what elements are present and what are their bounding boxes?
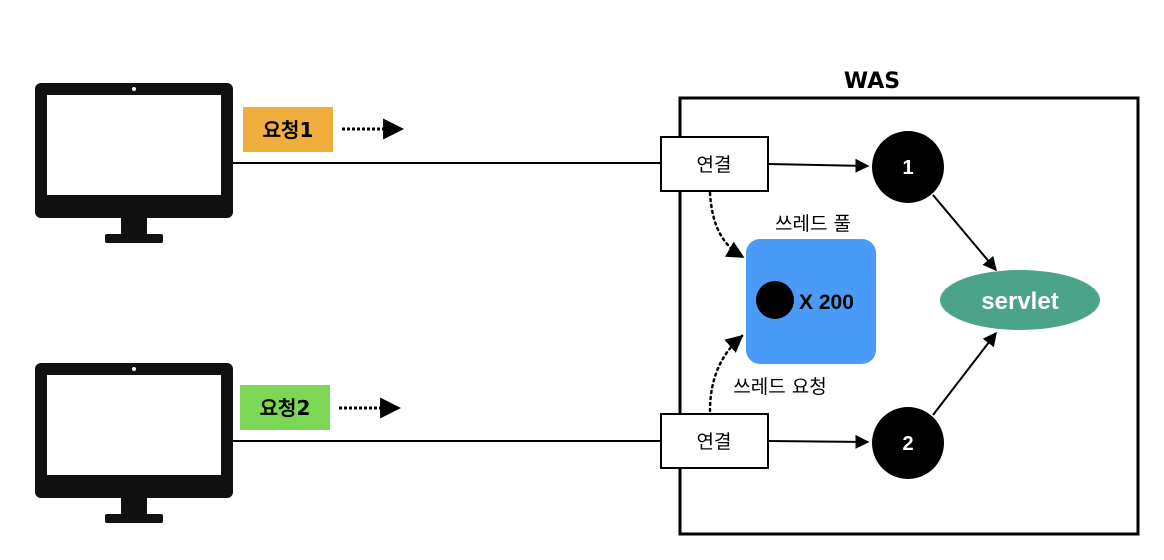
connection-2-to-thread-arrow (767, 434, 870, 449)
client-computer-1-icon (35, 83, 233, 243)
request-1-text: 요청1 (263, 118, 314, 142)
thread-2-to-servlet-arrow (932, 331, 997, 416)
was-title: WAS (844, 69, 900, 94)
thread-request-label: 쓰레드 요청 (733, 376, 826, 398)
connection-box-2: 연결 (660, 413, 769, 469)
was-container (678, 96, 1140, 536)
thread-2-circle: 2 (872, 407, 944, 479)
servlet-node: servlet (940, 270, 1100, 330)
connection-1-thread-request-arrow (708, 191, 745, 259)
thread-pool-box: X 200 (746, 239, 876, 364)
connection-1-label: 연결 (697, 154, 732, 176)
thread-1-number: 1 (902, 157, 913, 179)
connection-2-label: 연결 (697, 431, 732, 453)
connection-2-thread-request-arrow (708, 334, 744, 413)
thread-pool-count: X 200 (799, 291, 854, 314)
thread-pool-title: 쓰레드 풀 (775, 213, 851, 235)
request-2-text: 요청2 (260, 396, 311, 420)
thread-dot-icon (756, 281, 794, 319)
request-1-label: 요청1 (243, 107, 333, 152)
thread-1-to-servlet-arrow (932, 194, 997, 272)
thread-1-circle: 1 (872, 131, 944, 203)
servlet-label: servlet (981, 288, 1058, 315)
connection-1-to-thread-arrow (767, 158, 870, 173)
client-computer-2-icon (35, 363, 233, 523)
request-2-label: 요청2 (240, 385, 330, 430)
thread-2-number: 2 (902, 433, 913, 455)
connection-box-1: 연결 (660, 136, 769, 192)
